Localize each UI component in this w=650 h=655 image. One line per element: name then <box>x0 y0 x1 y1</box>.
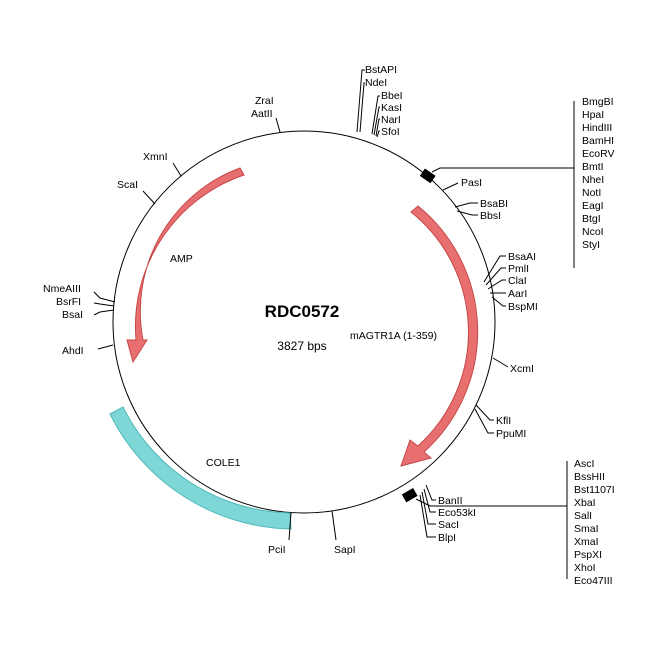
site-label-ahdi: AhdI <box>62 345 84 357</box>
site-label-bsabi: BsaBI <box>480 198 508 210</box>
banii-leader <box>425 484 436 501</box>
cole1-feature[interactable] <box>109 406 292 530</box>
site-label-sali: SalI <box>574 510 592 522</box>
site-label-bmgbi: BmgBI <box>582 96 614 108</box>
site-label-bsaai: BsaAI <box>508 251 536 263</box>
site-label-ppumi: PpuMI <box>496 428 526 440</box>
site-label-bstapi: BstAPI <box>365 64 397 76</box>
site-label-sapi: SapI <box>334 544 356 556</box>
site-label-ecorv: EcoRV <box>582 148 615 160</box>
site-label-eagi: EagI <box>582 200 604 212</box>
site-label-eco53ki: Eco53kI <box>438 507 476 519</box>
bspmi-leader <box>491 296 506 307</box>
sapi-leader <box>331 510 337 541</box>
scai-leader <box>142 190 156 205</box>
site-label-bspmi: BspMI <box>508 301 538 313</box>
eco53ki-leader <box>423 488 436 513</box>
site-label-bbsi: BbsI <box>480 210 501 222</box>
plasmid-size: 3827 bps <box>277 339 326 353</box>
sfoi-leader <box>376 130 380 138</box>
site-label-asci: AscI <box>574 458 594 470</box>
bsaai-leader <box>483 255 506 283</box>
site-label-xcmi: XcmI <box>510 363 534 375</box>
site-label-bamhi: BamHI <box>582 135 614 147</box>
nmeaiii-leader <box>93 291 116 303</box>
site-label-bsai: BsaI <box>62 309 83 321</box>
site-label-aatii: AatII <box>251 108 273 120</box>
bbei-leader <box>371 95 380 135</box>
bstapi-leader <box>356 69 365 133</box>
site-label-bst1107i: Bst1107I <box>574 484 615 496</box>
site-label-hpai: HpaI <box>582 109 604 121</box>
site-label-nari: NarI <box>381 114 401 126</box>
site-label-blpi: BlpI <box>438 532 456 544</box>
nari-leader <box>375 118 380 137</box>
ndei-leader <box>359 82 365 133</box>
magtr1a-label: mAGTR1A (1-359) <box>350 330 437 342</box>
plasmid-backbone <box>112 130 496 514</box>
site-label-bsshii: BssHII <box>574 471 605 483</box>
site-label-banii: BanII <box>438 495 463 507</box>
site-label-ndei: NdeI <box>365 77 387 89</box>
xmni-leader <box>172 162 182 177</box>
site-label-pasi: PasI <box>461 177 482 189</box>
pmli-leader <box>485 267 506 286</box>
saci-leader <box>421 491 436 525</box>
site-label-xmai: XmaI <box>574 536 599 548</box>
site-label-bbei: BbeI <box>381 90 403 102</box>
site-label-clai: ClaI <box>508 275 527 287</box>
amp-arrow[interactable] <box>126 167 245 364</box>
site-label-aari: AarI <box>508 288 527 300</box>
bsai-leader <box>93 309 115 316</box>
pasi-leader <box>442 182 459 191</box>
site-label-nmeaiii: NmeAIII <box>43 283 81 295</box>
ahdi-leader <box>97 344 114 350</box>
site-label-bmti: BmtI <box>582 161 604 173</box>
site-label-pspxi: PspXI <box>574 549 602 561</box>
site-label-eco47iii: Eco47III <box>574 575 613 587</box>
mcs2-site-cluster <box>401 488 418 503</box>
site-label-hindiii: HindIII <box>582 122 612 134</box>
zrai-leader <box>275 117 281 133</box>
site-label-pmli: PmlI <box>508 263 529 275</box>
site-label-zrai: ZraI <box>255 95 274 107</box>
site-label-sfoi: SfoI <box>381 126 400 138</box>
clai-leader <box>487 279 506 290</box>
site-label-pcii: PciI <box>268 544 286 556</box>
site-label-xhoi: XhoI <box>574 562 596 574</box>
kasi-leader <box>373 106 380 136</box>
mcs1-site-cluster <box>419 168 436 184</box>
site-label-kasi: KasI <box>381 102 402 114</box>
bsrfi-leader <box>93 302 115 307</box>
site-label-nhei: NheI <box>582 174 604 186</box>
bbsi-leader <box>456 210 478 216</box>
site-label-xmni: XmnI <box>143 151 168 163</box>
site-label-scai: ScaI <box>117 179 138 191</box>
bsabi-leader <box>454 202 478 208</box>
site-label-ncoi: NcoI <box>582 226 604 238</box>
site-label-styi: StyI <box>582 239 600 251</box>
pcii-leader <box>288 512 292 541</box>
site-labels: BstAPI NdeI BbeI KasI NarI SfoI BmgBI Hp… <box>43 64 615 587</box>
site-label-kfli: KflI <box>496 415 511 427</box>
cole1-label: COLE1 <box>206 457 241 469</box>
mcs1-leader <box>431 167 574 173</box>
blpi-leader <box>419 494 436 538</box>
plasmid-name: RDC0572 <box>265 302 340 321</box>
site-label-saci: SacI <box>438 519 459 531</box>
magtr1a-arrow[interactable] <box>400 205 479 467</box>
site-label-smai: SmaI <box>574 523 599 535</box>
site-label-btgi: BtgI <box>582 213 601 225</box>
site-label-noti: NotI <box>582 187 601 199</box>
amp-label: AMP <box>170 253 193 265</box>
site-label-xbai: XbaI <box>574 497 596 509</box>
xcmi-leader <box>492 357 509 368</box>
kfli-leader <box>475 404 494 421</box>
ppumi-leader <box>474 408 494 434</box>
site-label-bsrfi: BsrFI <box>56 296 81 308</box>
